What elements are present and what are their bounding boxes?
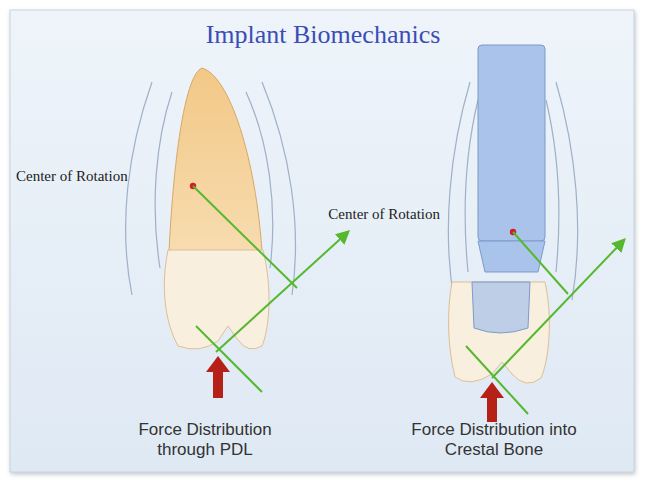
rotation-label: Center of Rotation (328, 206, 440, 223)
caption-label: Force Distribution through PDL (118, 420, 293, 461)
rotation-label: Center of Rotation (16, 168, 128, 185)
caption-label: Force Distribution into Crestal Bone (404, 420, 584, 461)
force-arrow (206, 356, 230, 398)
force-arrow (480, 382, 504, 422)
diagram-title: Implant Biomechanics (0, 20, 646, 50)
panel (10, 10, 634, 472)
natural-tooth (126, 68, 296, 349)
implant (448, 45, 577, 383)
